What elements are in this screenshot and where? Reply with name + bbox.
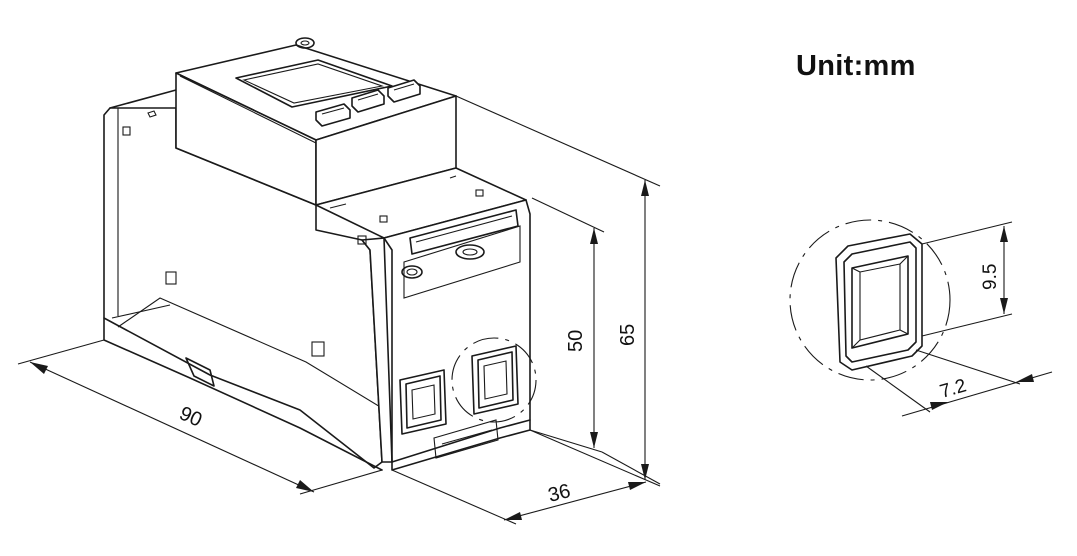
terminal-opening-right <box>471 345 519 415</box>
dimension-65-label: 65 <box>617 324 639 346</box>
button-right <box>387 79 421 103</box>
dimension-50-label: 50 <box>565 330 587 352</box>
top-block <box>175 37 457 206</box>
terminal-opening-left <box>399 369 447 435</box>
dimension-36-label: 36 <box>546 480 573 507</box>
dimension-9-5-label: 9.5 <box>980 264 1001 290</box>
unit-label: Unit:mm <box>796 50 916 82</box>
dimension-65: 65 <box>455 95 661 485</box>
dimension-50: 50 <box>529 197 605 453</box>
front-face <box>357 199 531 471</box>
detail-circle-device <box>451 337 537 423</box>
dimension-36: 36 <box>391 429 661 525</box>
dimension-7-2-label: 7.2 <box>938 375 969 402</box>
detail-circle <box>789 219 951 381</box>
dimension-90-label: 90 <box>176 402 205 431</box>
detail-terminal: 9.5 7.2 <box>789 219 1053 417</box>
button-left <box>315 103 351 127</box>
button-middle <box>351 89 385 113</box>
